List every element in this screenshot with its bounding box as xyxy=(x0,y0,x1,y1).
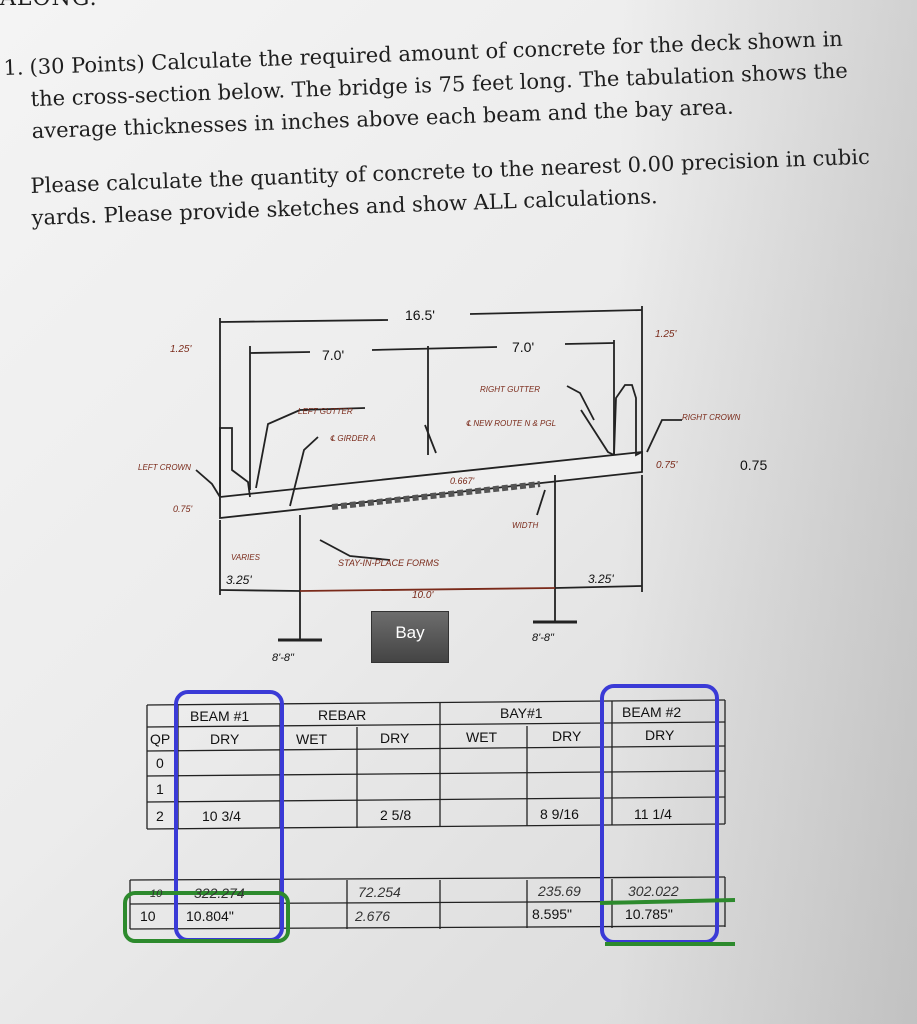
dim-total: 16.5' xyxy=(405,307,435,323)
summary-qp: 10 xyxy=(140,908,156,924)
cell-rebar-dry-2: 2 5/8 xyxy=(380,807,411,823)
centerline-b: ℄ NEW ROUTE N & PGL xyxy=(466,419,556,428)
row-qp-1: 1 xyxy=(156,781,164,797)
cross-section-diagram: 16.5' 7.0' 7.0' 0.75 1.25' 1.25' LEFT GU… xyxy=(138,306,767,664)
row-header-qp: QP xyxy=(150,731,170,747)
slab-edge-right: 0.75' xyxy=(656,460,678,471)
summary-beam1-hand: 322.274 xyxy=(194,885,245,901)
row-qp-2: 2 xyxy=(156,808,164,824)
gutter-left: LEFT GUTTER xyxy=(298,407,353,416)
slab-edge-left: 0.75' xyxy=(173,504,193,514)
centerline-a: ℄ GIRDER A xyxy=(330,434,376,443)
sub-bay1-dry: DRY xyxy=(552,728,582,744)
group-bay1: BAY#1 xyxy=(500,705,543,721)
bay-label-box: Bay xyxy=(371,611,449,663)
bay-width: 10.0' xyxy=(412,590,434,601)
sub-rebar-wet: WET xyxy=(296,731,328,747)
forms-label: STAY-IN-PLACE FORMS xyxy=(338,558,439,568)
overhang-left: 1.25' xyxy=(170,344,192,355)
row-qp-0: 0 xyxy=(156,755,164,771)
summary-beam1: 10.804" xyxy=(186,908,234,924)
bay-label: Bay xyxy=(395,623,425,642)
varies-label: VARIES xyxy=(231,553,261,562)
slope-note: WIDTH xyxy=(512,521,538,530)
dim-left-half: 7.0' xyxy=(322,347,344,363)
beam-right-spacing: 3.25' xyxy=(588,572,614,586)
cell-beam2-dry-2: 11 1/4 xyxy=(634,806,672,822)
header-fragment: ALONG. xyxy=(0,0,98,11)
summary-beam2-hand: 302.022 xyxy=(628,883,679,899)
bearing-left: 8'-8" xyxy=(272,652,295,664)
summary-qp-top: 10 xyxy=(150,888,163,900)
cell-bay1-dry-2: 8 9/16 xyxy=(540,806,579,822)
bearing-right: 8'-8" xyxy=(532,632,555,644)
beam-left-spacing: 3.25' xyxy=(226,573,252,587)
crown-left: LEFT CROWN xyxy=(138,463,191,472)
group-beam1: BEAM #1 xyxy=(190,708,249,724)
crown-right: RIGHT CROWN xyxy=(682,413,740,422)
group-rebar: REBAR xyxy=(318,707,366,723)
summary-rebar-total: 72.254 xyxy=(358,884,401,900)
sub-beam1-dry: DRY xyxy=(210,731,240,747)
summary-bay: 8.595" xyxy=(532,906,572,922)
overhang-right: 1.25' xyxy=(655,329,677,340)
page-shadow xyxy=(617,0,917,1024)
summary-beam2: 10.785" xyxy=(625,906,673,922)
summary-bay-hand: 235.69 xyxy=(537,883,581,899)
sub-bay1-wet: WET xyxy=(466,729,498,745)
summary-rebar-avg: 2.676 xyxy=(354,908,390,924)
dim-right-half: 7.0' xyxy=(512,339,534,355)
gutter-right: RIGHT GUTTER xyxy=(480,385,540,394)
cell-beam1-dry-2: 10 3/4 xyxy=(202,808,241,824)
group-beam2: BEAM #2 xyxy=(622,704,681,720)
haunch-note: 0.667' xyxy=(450,476,475,486)
beam1-summary-highlight xyxy=(123,891,290,943)
sub-rebar-dry: DRY xyxy=(380,730,410,746)
typed-edge: 0.75 xyxy=(740,457,767,473)
sub-beam2-dry: DRY xyxy=(645,727,675,743)
